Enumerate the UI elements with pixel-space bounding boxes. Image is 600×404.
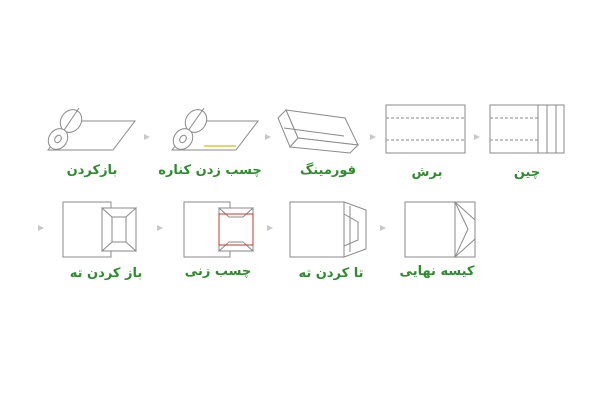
step-side-glue-illustration (170, 107, 260, 151)
step-fold-bottom-illustration (289, 201, 367, 258)
step-pleat-illustration (489, 104, 565, 154)
step-open-bottom-illustration (62, 201, 138, 258)
arrow-6 (157, 225, 163, 231)
arrow-2 (265, 134, 271, 140)
step-glue-illustration (183, 201, 255, 258)
arrow-4 (474, 134, 480, 140)
arrow-7 (267, 225, 273, 231)
arrow-8 (380, 225, 386, 231)
label-forming: فورمینگ (299, 163, 357, 178)
arrow-3 (370, 134, 376, 140)
step-unwind-illustration (46, 107, 137, 151)
label-open-bottom: باز کردن ته (69, 266, 143, 281)
label-fold-bottom: تا کردن ته (298, 266, 364, 281)
label-cut: برش (411, 165, 443, 180)
label-unwind: بازکردن (66, 163, 118, 178)
label-pleat: چین (513, 165, 541, 180)
label-glue: چسب زنی (184, 264, 252, 279)
arrow-1 (144, 134, 150, 140)
label-side-glue: چسب زدن کناره (158, 163, 262, 178)
label-final-bag: کیسه نهایی (399, 264, 475, 279)
step-cut-illustration (385, 104, 466, 154)
arrow-5 (38, 225, 44, 231)
step-final-bag-illustration (404, 200, 476, 259)
step-forming-illustration (277, 109, 360, 154)
glue-outline (218, 213, 254, 246)
